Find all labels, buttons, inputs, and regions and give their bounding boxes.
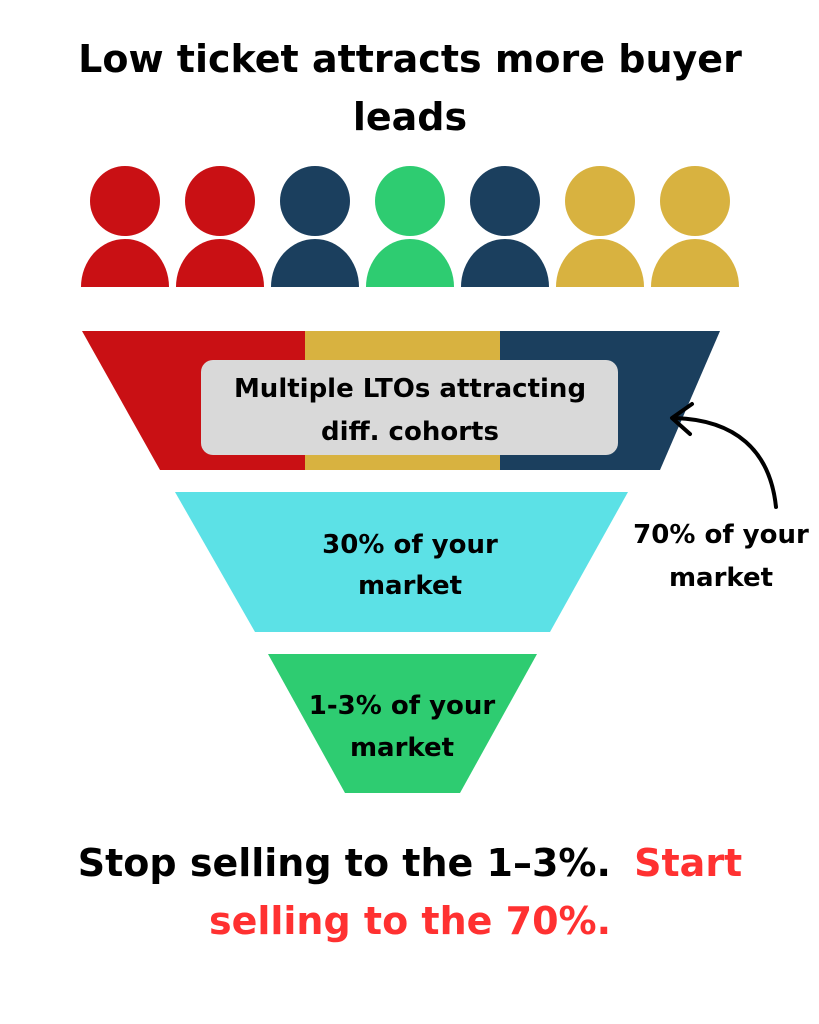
curved-arrow-icon: [673, 416, 778, 509]
person-body: [461, 239, 549, 287]
person-icon: [271, 166, 359, 287]
funnel-middle-shape: [175, 492, 628, 632]
funnel-bottom-label-line-1: 1-3% of your: [309, 691, 496, 721]
funnel-bottom-stage: 1-3% of your market: [268, 654, 537, 793]
funnel-top-label-box: [201, 360, 618, 455]
person-icon: [81, 166, 169, 287]
person-body: [176, 239, 264, 287]
person-icon: [176, 166, 264, 287]
funnel-middle-label-line-1: 30% of your: [322, 530, 498, 560]
title-line-2: leads: [353, 95, 467, 139]
person-icon: [366, 166, 454, 287]
annotation-line-1: 70% of your: [633, 520, 809, 550]
people-row: [81, 166, 739, 287]
title-line-1: Low ticket attracts more buyer: [78, 37, 742, 81]
person-head: [90, 166, 160, 236]
funnel-middle-label-line-2: market: [358, 571, 462, 601]
footer-black-text: Stop selling to the 1–3%.: [78, 841, 611, 885]
person-body: [556, 239, 644, 287]
funnel-bottom-label-line-2: market: [350, 733, 454, 763]
person-body: [366, 239, 454, 287]
person-head: [375, 166, 445, 236]
footer-red-text-1: Start: [634, 841, 742, 885]
funnel-bottom-shape: [268, 654, 537, 793]
footer-line-1: Stop selling to the 1–3%. Start: [78, 841, 742, 885]
person-icon: [651, 166, 739, 287]
funnel-top-label-line-1: Multiple LTOs attracting: [234, 374, 586, 404]
annotation-line-2: market: [669, 563, 773, 593]
funnel-middle-stage: 30% of your market: [175, 492, 628, 632]
funnel-top-label-line-2: diff. cohorts: [321, 417, 499, 447]
annotation: 70% of your market: [633, 402, 809, 593]
person-head: [185, 166, 255, 236]
person-head: [565, 166, 635, 236]
person-head: [660, 166, 730, 236]
person-icon: [556, 166, 644, 287]
person-icon: [461, 166, 549, 287]
funnel-top-stage: Multiple LTOs attracting diff. cohorts: [82, 331, 720, 470]
arrow-head-icon: [670, 402, 694, 436]
person-body: [651, 239, 739, 287]
footer-line-2: selling to the 70%.: [209, 899, 611, 943]
person-head: [470, 166, 540, 236]
person-body: [81, 239, 169, 287]
person-body: [271, 239, 359, 287]
person-head: [280, 166, 350, 236]
